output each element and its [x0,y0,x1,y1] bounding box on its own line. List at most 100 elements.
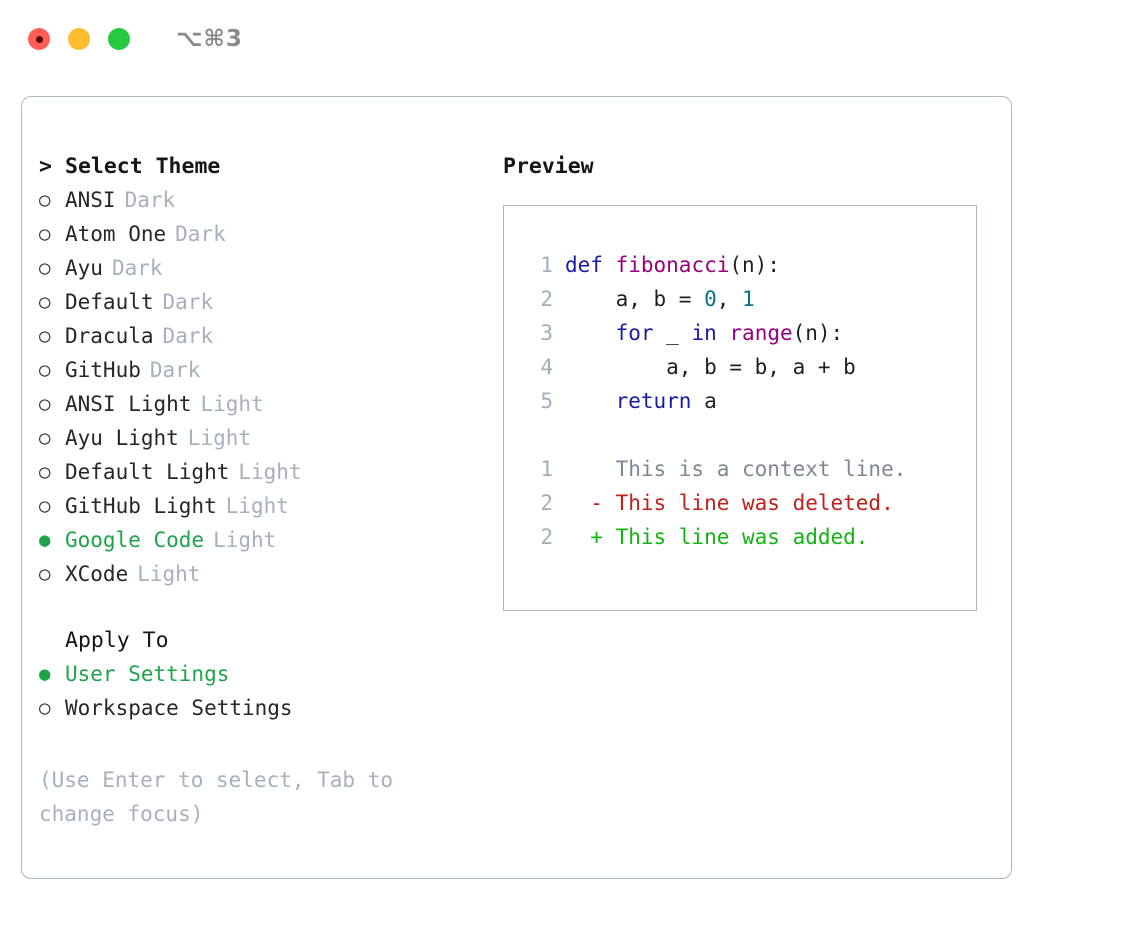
preview-title: Preview [503,153,594,179]
theme-label: Default Light [65,460,230,484]
diff-line-number: 2 [540,525,553,549]
radio-unselected-icon: ○ [39,290,51,313]
theme-label: Google Code [65,528,205,552]
minimize-button[interactable] [68,28,90,50]
theme-item[interactable]: ○ Ayu Light Light [39,421,479,455]
code-token: def [565,253,603,277]
apply-to-header: Apply To [39,623,479,657]
theme-item[interactable]: ○ Ayu Dark [39,251,479,285]
diff-line-number: 1 [540,457,553,481]
code-token: in [691,321,717,345]
code-token [565,321,616,345]
theme-variant-tag: Light [137,562,201,586]
code-token: , [716,287,743,311]
code-diff-separator [521,418,976,452]
radio-unselected-icon: ○ [39,494,51,517]
theme-variant-tag: Light [225,494,289,518]
theme-label: ANSI [65,188,116,212]
code-line: 5 return a [521,384,976,418]
diff-line-text: This is a context line. [565,457,907,481]
code-token: a [691,389,717,413]
theme-variant-tag: Dark [175,222,226,246]
theme-label: Default [65,290,154,314]
code-line: 3 for _ in range(n): [521,316,976,350]
theme-label: Atom One [65,222,167,246]
code-token: 1 [742,287,755,311]
code-token [603,253,616,277]
radio-unselected-icon: ○ [39,358,51,381]
code-token: a, b = b, a + b [565,355,856,379]
code-token: fibonacci [615,253,730,277]
theme-variant-tag: Dark [124,188,176,212]
maximize-button[interactable] [108,28,130,50]
code-token [565,389,616,413]
theme-variant-tag: Light [213,528,277,552]
radio-unselected-icon: ○ [39,324,51,347]
theme-item[interactable]: ○ Default Dark [39,285,479,319]
theme-label: Ayu [65,256,103,280]
theme-variant-tag: Dark [149,358,201,382]
theme-label: Ayu Light [65,426,179,450]
code-token: a, b = [565,287,705,311]
keyboard-shortcut-label: ⌥⌘3 [176,26,243,52]
code-token: 0 [704,287,717,311]
theme-variant-tag: Dark [162,290,214,314]
theme-variant-tag: Dark [162,324,214,348]
theme-label: GitHub [65,358,141,382]
close-button[interactable] [28,28,50,50]
code-token: for [615,321,654,345]
apply-to-label: Workspace Settings [65,696,293,720]
apply-to-item[interactable]: ○ Workspace Settings [39,691,479,725]
focus-marker-icon: > [39,153,52,179]
theme-label: ANSI Light [65,392,192,416]
theme-label: XCode [65,562,129,586]
code-token [717,321,730,345]
code-token: return [615,389,692,413]
keyboard-hint-text: (Use Enter to select, Tab to change focu… [39,768,394,826]
radio-unselected-icon: ○ [39,256,51,279]
apply-to-label: User Settings [65,662,230,686]
apply-to-item[interactable]: ● User Settings [39,657,479,691]
code-line: 2 a, b = 0, 1 [521,282,976,316]
select-theme-header: > Select Theme [39,149,479,183]
apply-to-list: ● User Settings ○ Workspace Settings [39,657,479,725]
diff-line: 2 + This line was added. [521,520,976,554]
radio-unselected-icon: ○ [39,460,51,483]
section-spacer [39,591,479,623]
theme-item[interactable]: ○ ANSI Dark [39,183,479,217]
diff-line-text: - This line was deleted. [565,491,894,515]
line-number: 2 [540,287,553,311]
line-number: 1 [540,253,553,277]
radio-unselected-icon: ○ [39,562,51,585]
radio-unselected-icon: ○ [39,392,51,415]
diff-line-text: + This line was added. [565,525,869,549]
radio-unselected-icon: ○ [39,188,51,211]
code-token: range [729,321,793,345]
line-number: 4 [540,355,553,379]
theme-variant-tag: Light [187,426,252,450]
diff-line: 1 This is a context line. [521,452,976,486]
diff-line: 2 - This line was deleted. [521,486,976,520]
radio-unselected-icon: ○ [39,696,51,719]
theme-variant-tag: Dark [111,256,163,280]
apply-to-title: Apply To [65,627,169,653]
diff-line-number: 2 [540,491,553,515]
theme-item[interactable]: ○ XCode Light [39,557,479,591]
radio-selected-icon: ● [39,662,51,685]
radio-unselected-icon: ○ [39,426,51,449]
code-token: (n): [792,321,844,345]
theme-item[interactable]: ○ GitHub Dark [39,353,479,387]
line-number: 3 [540,321,553,345]
code-line: 4 a, b = b, a + b [521,350,976,384]
